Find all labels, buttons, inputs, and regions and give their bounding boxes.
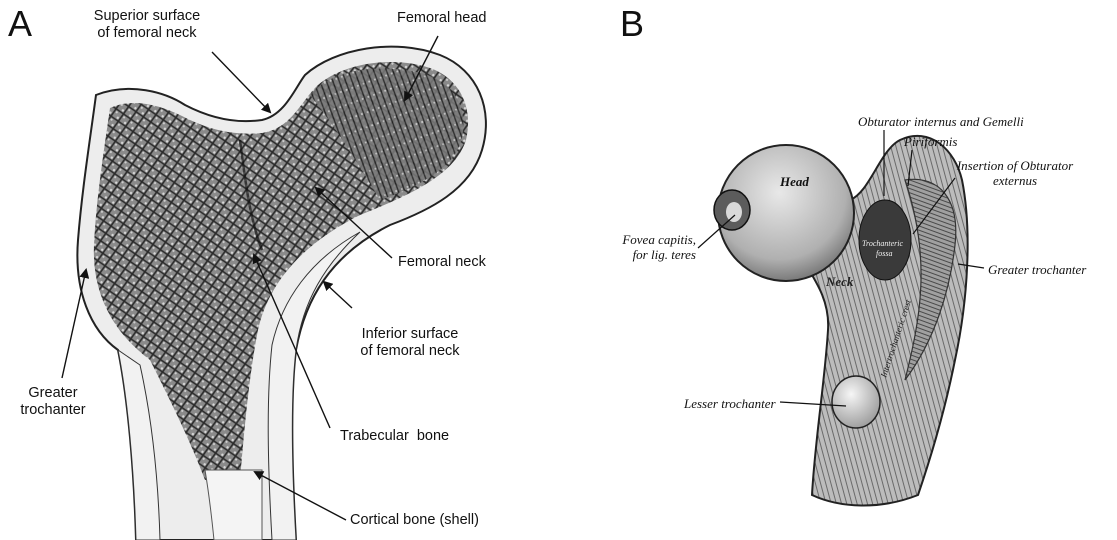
neck-embedded-label: Neck bbox=[825, 274, 854, 289]
label-obturator-internus: Obturator internus and Gemelli bbox=[858, 114, 1024, 129]
head-embedded-label: Head bbox=[779, 174, 809, 189]
label-inferior-surface: Inferior surface of femoral neck bbox=[340, 326, 480, 360]
label-greater-trochanter-a: Greater trochanter bbox=[12, 385, 94, 419]
panel-b-illustration: Head Neck Trochanteric fossa Intertrocha… bbox=[714, 136, 968, 506]
lesser-trochanter-b bbox=[832, 376, 880, 428]
label-piriformis: Piriformis bbox=[904, 134, 957, 149]
label-insertion-obturator: Insertion of Obturator externus bbox=[945, 158, 1085, 188]
label-superior-surface: Superior surface of femoral neck bbox=[72, 8, 222, 42]
fovea-capitis-inner bbox=[726, 202, 742, 222]
label-femoral-neck: Femoral neck bbox=[398, 254, 486, 271]
label-cortical-bone: Cortical bone (shell) bbox=[350, 512, 479, 529]
leader-greater-trochanter bbox=[62, 270, 86, 378]
trochanteric-fossa-embedded-label-1: Trochanteric bbox=[862, 239, 903, 248]
leader-superior-surface bbox=[212, 52, 270, 112]
panel-b-letter: B bbox=[620, 6, 644, 42]
label-femoral-head: Femoral head bbox=[397, 10, 486, 27]
leader-inferior-surface bbox=[324, 282, 352, 308]
panel-a-illustration bbox=[77, 47, 486, 540]
medullary-canal bbox=[205, 470, 262, 540]
label-lesser-trochanter: Lesser trochanter bbox=[684, 396, 776, 411]
label-greater-trochanter-b: Greater trochanter bbox=[988, 262, 1086, 277]
panel-a-letter: A bbox=[8, 6, 32, 42]
label-fovea-capitis: Fovea capitis, for lig. teres bbox=[584, 232, 696, 262]
label-trabecular-bone: Trabecular bone bbox=[340, 428, 449, 445]
trochanteric-fossa-embedded-label-2: fossa bbox=[876, 249, 892, 258]
